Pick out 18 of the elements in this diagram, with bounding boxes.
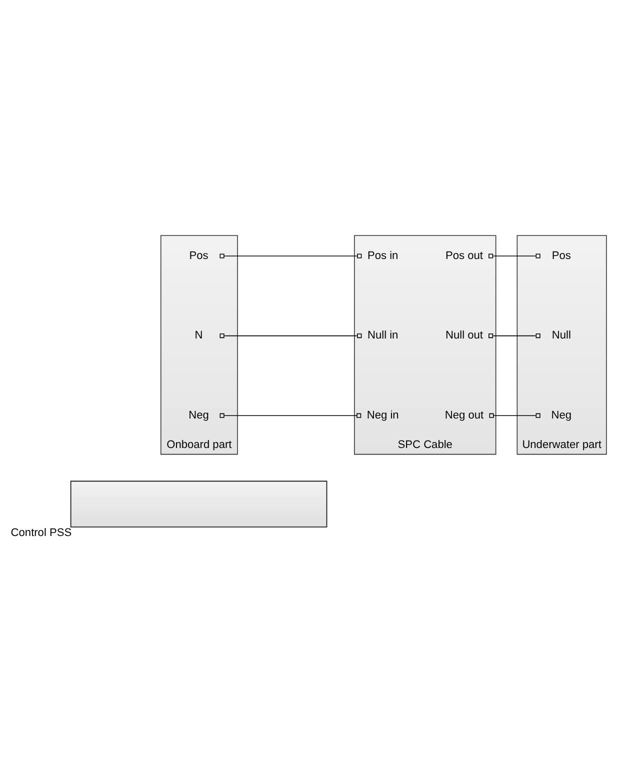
node-text: Null out bbox=[446, 329, 483, 342]
node-label: Control PSS bbox=[10, 526, 72, 538]
node-text: Pos bbox=[189, 249, 208, 262]
connector bbox=[489, 412, 540, 418]
connector bbox=[220, 253, 362, 258]
node-box bbox=[70, 480, 328, 527]
node-text: Neg out bbox=[444, 409, 484, 422]
connector bbox=[488, 253, 540, 258]
node-text: Pos out bbox=[446, 249, 483, 262]
node-text: Neg in bbox=[366, 409, 399, 422]
node-text: Pos bbox=[552, 249, 571, 262]
node-text: Pos in bbox=[368, 249, 398, 262]
node-text: Neg bbox=[551, 409, 572, 422]
node-text: N bbox=[194, 329, 203, 342]
node-text: Null in bbox=[368, 329, 398, 342]
node-text: Null bbox=[552, 329, 571, 342]
node-text: Neg bbox=[188, 409, 209, 422]
connector bbox=[220, 412, 362, 418]
